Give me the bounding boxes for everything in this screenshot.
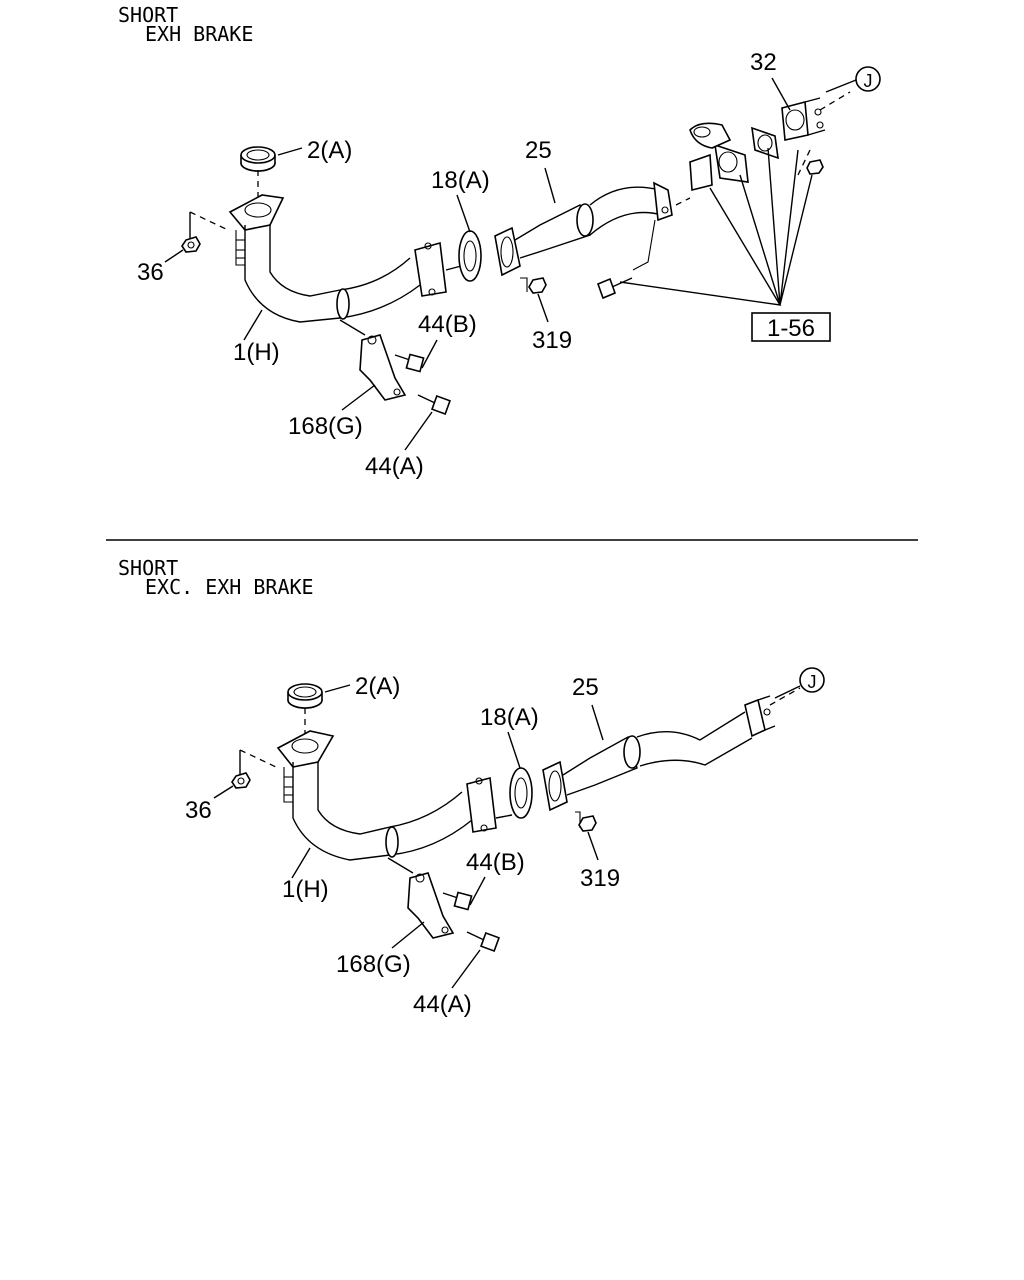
top-label-1-56[interactable]: 1-56 — [767, 315, 815, 342]
top-label-168g[interactable]: 168(G) — [288, 413, 363, 440]
bottom-label-1h[interactable]: 1(H) — [282, 876, 329, 903]
top-header-line2: EXH BRAKE — [145, 22, 253, 46]
top-gasket-18a-part[interactable] — [458, 230, 482, 282]
top-catalytic-converter-part[interactable] — [494, 181, 673, 277]
bottom-label-319[interactable]: 319 — [580, 865, 620, 892]
top-nut-assembly-part[interactable] — [806, 159, 824, 175]
bottom-bolt-44b-part[interactable] — [442, 891, 473, 911]
bottom-seal-ring-part[interactable] — [287, 683, 323, 709]
top-front-pipe-part[interactable] — [228, 194, 466, 323]
top-label-j: J — [864, 71, 873, 91]
bottom-label-168g[interactable]: 168(G) — [336, 951, 411, 978]
top-label-18a[interactable]: 18(A) — [431, 167, 490, 194]
top-label-36[interactable]: 36 — [137, 259, 164, 286]
top-label-1h[interactable]: 1(H) — [233, 339, 280, 366]
top-nut-319-part[interactable] — [528, 277, 547, 294]
bottom-bolt-44a-part[interactable] — [466, 931, 500, 952]
bottom-label-j: J — [808, 672, 817, 692]
bottom-catalytic-converter-part[interactable] — [542, 695, 776, 812]
bottom-front-pipe-part[interactable] — [276, 730, 513, 861]
bottom-label-44b[interactable]: 44(B) — [466, 849, 525, 876]
top-label-32[interactable]: 32 — [750, 49, 777, 76]
bottom-header-line1: SHORT — [118, 556, 178, 580]
bottom-header-line2: EXC. EXH BRAKE — [145, 575, 314, 599]
top-bolt-assembly-part[interactable] — [596, 277, 633, 300]
bottom-label-44a[interactable]: 44(A) — [413, 991, 472, 1018]
bottom-section: SHORT EXC. EXH BRAKE — [118, 556, 825, 1018]
bottom-label-25[interactable]: 25 — [572, 674, 599, 701]
bottom-label-2a[interactable]: 2(A) — [355, 673, 400, 700]
top-bolt-44a-part[interactable] — [417, 394, 451, 415]
bottom-label-36[interactable]: 36 — [185, 797, 212, 824]
top-bracket-168g-part[interactable] — [339, 319, 407, 401]
bottom-gasket-18a-part[interactable] — [509, 767, 533, 819]
top-label-25[interactable]: 25 — [525, 137, 552, 164]
top-exhaust-brake-assembly-part[interactable] — [689, 97, 826, 192]
top-label-44a[interactable]: 44(A) — [365, 453, 424, 480]
top-header-line1: SHORT — [118, 3, 178, 27]
top-seal-ring-part[interactable] — [240, 146, 276, 172]
top-bolt-44b-part[interactable] — [394, 353, 425, 373]
top-nut-36-part[interactable] — [181, 236, 201, 253]
top-ref-circle-j — [855, 66, 881, 92]
top-ref-box-1-56 — [751, 312, 831, 342]
bottom-ref-circle-j — [799, 667, 825, 693]
top-label-2a[interactable]: 2(A) — [307, 137, 352, 164]
bottom-nut-319-part[interactable] — [578, 815, 597, 832]
bottom-label-18a[interactable]: 18(A) — [480, 704, 539, 731]
top-label-44b[interactable]: 44(B) — [418, 311, 477, 338]
top-section: SHORT EXH BRAKE — [118, 3, 881, 480]
bottom-nut-36-part[interactable] — [231, 772, 251, 789]
top-label-319[interactable]: 319 — [532, 327, 572, 354]
bottom-bracket-168g-part[interactable] — [387, 857, 455, 939]
